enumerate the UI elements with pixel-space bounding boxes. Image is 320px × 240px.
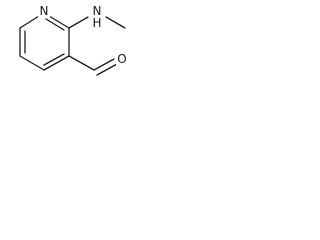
pyridine-ring bbox=[19, 12, 70, 71]
aldehyde-oxygen-label: O bbox=[117, 52, 126, 66]
double-bond-c3-c4 bbox=[43, 53, 65, 66]
ring-nitrogen-label: N bbox=[40, 4, 49, 18]
molecule-drawing: N N H O bbox=[19, 4, 128, 76]
methylamino-group bbox=[68, 16, 126, 29]
bond-c2-nh bbox=[68, 16, 89, 29]
amine-hydrogen-label: H bbox=[92, 16, 101, 30]
bond-c-o-1 bbox=[93, 58, 115, 71]
double-bond-n1-c2 bbox=[45, 18, 65, 31]
bond-c-o-2 bbox=[96, 63, 118, 76]
structure-diagram: N N H O bbox=[0, 0, 150, 104]
bond-c6-n1 bbox=[19, 15, 40, 29]
aldehyde-group bbox=[68, 55, 118, 76]
bond-c3-cho bbox=[68, 55, 95, 71]
atom-labels: N N H O bbox=[38, 4, 128, 66]
bond-c3-c4 bbox=[43, 55, 70, 71]
amine-nitrogen-label: N bbox=[93, 4, 102, 18]
bond-c4-c5 bbox=[19, 55, 45, 71]
bond-nh-ch3 bbox=[105, 16, 126, 29]
